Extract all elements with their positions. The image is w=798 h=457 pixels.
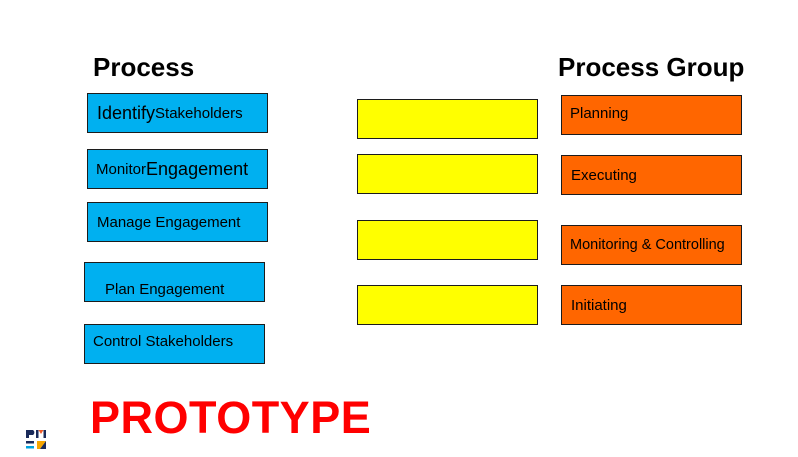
process-group-heading: Process Group bbox=[558, 52, 745, 82]
answer-slot-1[interactable] bbox=[357, 99, 538, 139]
group-box-executing[interactable]: Executing bbox=[561, 155, 742, 195]
process-box-label-part: Monitor bbox=[96, 160, 147, 178]
process-box-monitor-engagement[interactable]: Monitor Engagement bbox=[87, 149, 268, 189]
process-box-label: Manage Engagement bbox=[97, 213, 241, 231]
process-box-label: Control Stakeholders bbox=[93, 332, 234, 350]
process-box-identify-stakeholders[interactable]: Identify Stakeholders bbox=[87, 93, 268, 133]
answer-slot-2[interactable] bbox=[357, 154, 538, 194]
process-box-label-part: Engagement bbox=[146, 158, 249, 179]
answer-slot-4[interactable] bbox=[357, 285, 538, 325]
group-box-label: Planning bbox=[570, 104, 629, 122]
prototype-stamp: PROTOTYPE bbox=[90, 392, 372, 443]
group-box-monitoring-controlling[interactable]: Monitoring & Controlling bbox=[561, 225, 742, 265]
group-box-planning[interactable]: Planning bbox=[561, 95, 742, 135]
group-box-label: Executing bbox=[571, 166, 637, 184]
process-box-manage-engagement[interactable]: Manage Engagement bbox=[87, 202, 268, 242]
process-box-control-stakeholders[interactable]: Control Stakeholders bbox=[84, 324, 265, 364]
group-box-label: Monitoring & Controlling bbox=[570, 237, 725, 253]
process-box-label-part: Stakeholders bbox=[155, 104, 243, 122]
group-box-initiating[interactable]: Initiating bbox=[561, 285, 742, 325]
answer-slot-3[interactable] bbox=[357, 220, 538, 260]
process-heading: Process bbox=[93, 52, 195, 82]
pmi-logo-icon bbox=[26, 430, 46, 449]
group-box-label: Initiating bbox=[571, 296, 627, 314]
process-box-label: Plan Engagement bbox=[105, 280, 225, 298]
process-box-label-part: Identify bbox=[97, 102, 156, 123]
process-box-plan-engagement[interactable]: Plan Engagement bbox=[84, 262, 265, 302]
